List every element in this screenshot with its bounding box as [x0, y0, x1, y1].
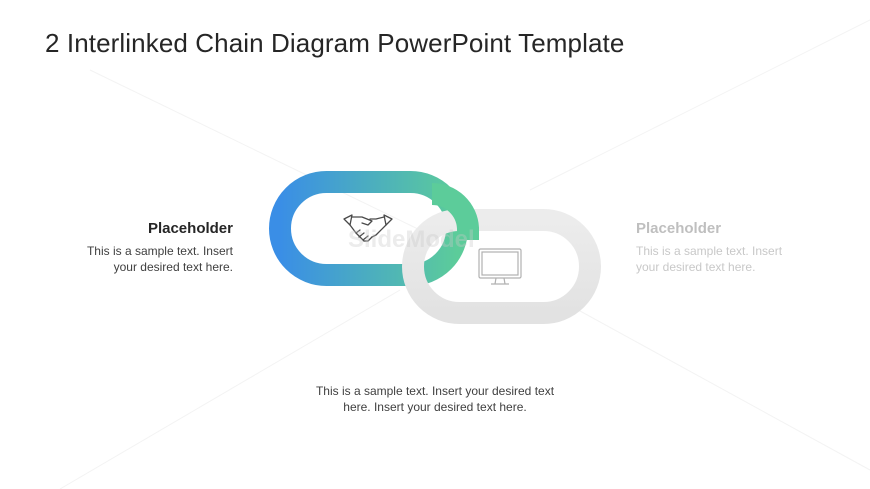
- right-body-line-1: This is a sample text. Insert: [636, 244, 783, 258]
- right-body: This is a sample text. Insert your desir…: [636, 244, 836, 275]
- watermark: SlideModel: [348, 226, 475, 253]
- bottom-line-1: This is a sample text. Insert your desir…: [315, 384, 555, 398]
- right-text-block: Placeholder This is a sample text. Inser…: [636, 220, 836, 275]
- page-title: 2 Interlinked Chain Diagram PowerPoint T…: [45, 28, 625, 58]
- right-body-line-2: your desired text here.: [636, 259, 756, 274]
- bottom-line-2: here. Insert your desired text here.: [343, 399, 527, 414]
- left-body-line-1: This is a sample text. Insert: [86, 244, 233, 258]
- left-text-block: Placeholder This is a sample text. Inser…: [33, 220, 233, 275]
- monitor-icon: [478, 248, 522, 285]
- bottom-text-block: This is a sample text. Insert your desir…: [285, 384, 585, 415]
- right-heading: Placeholder: [636, 220, 722, 237]
- handshake-icon: [343, 214, 393, 242]
- left-body-line-2: your desired text here.: [113, 259, 233, 274]
- chain-link-1-overlap: [431, 182, 479, 240]
- left-heading: Placeholder: [147, 220, 233, 237]
- left-body: This is a sample text. Insert your desir…: [33, 244, 233, 275]
- chain-link-2: [402, 209, 601, 324]
